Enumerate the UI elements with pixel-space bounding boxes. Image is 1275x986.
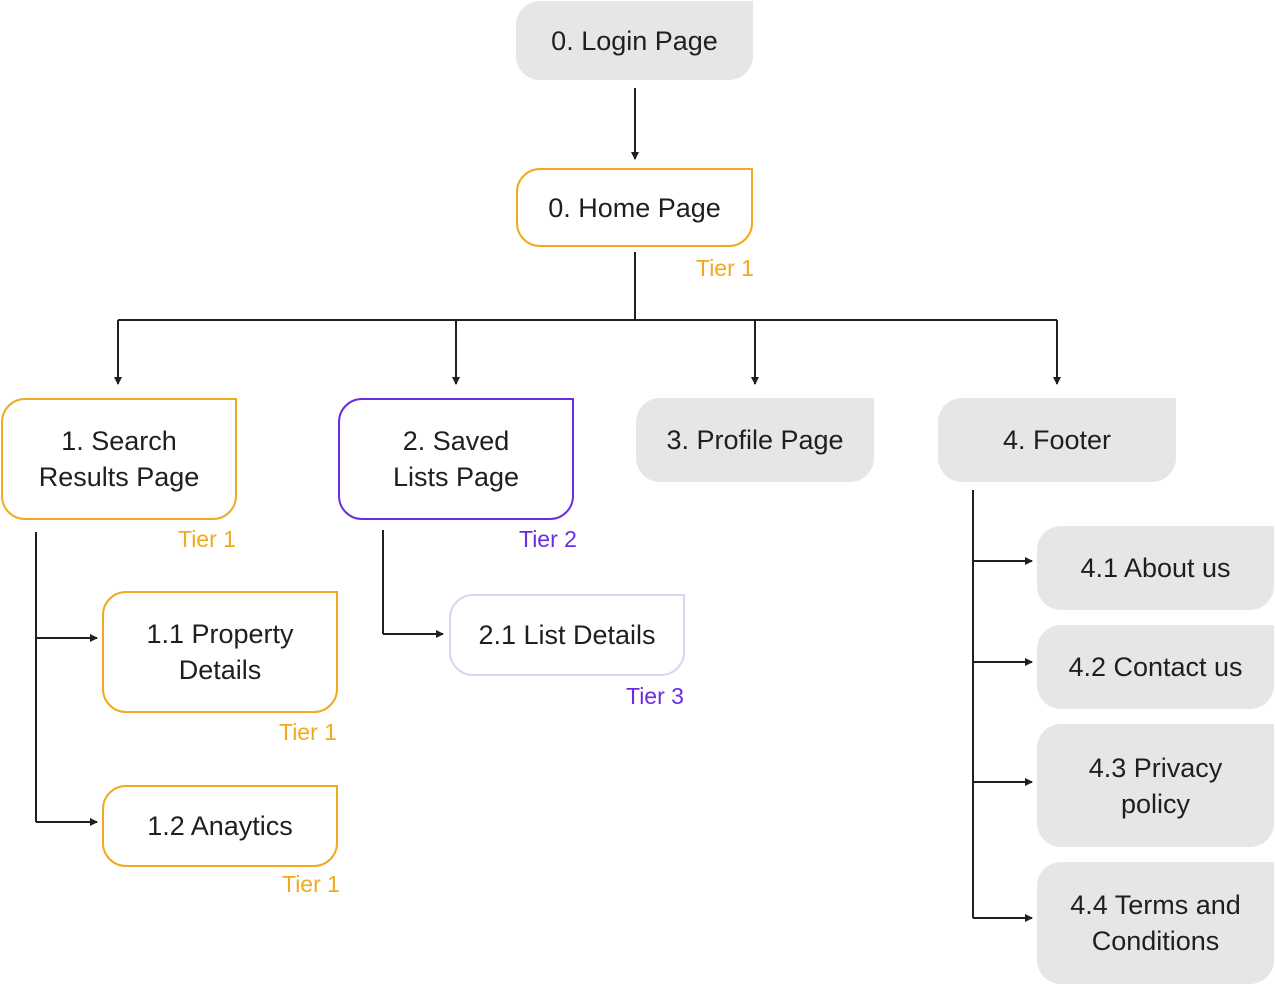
- node-label-line1: 1. Search: [61, 426, 177, 456]
- node-label: 2.1 List Details: [478, 620, 656, 650]
- node-label: 4.2 Contact us: [1068, 652, 1243, 682]
- node-label: 3. Profile Page: [666, 425, 844, 455]
- node-label: 0. Home Page: [548, 192, 721, 223]
- node-privacy-policy[interactable]: 4.3 Privacy policy: [1037, 724, 1274, 847]
- tier-label-property: Tier 1: [279, 719, 337, 745]
- tier-label-list-details: Tier 3: [626, 683, 684, 709]
- node-label-line2: Lists Page: [392, 462, 520, 492]
- node-search-results-page[interactable]: 1. Search Results Page: [1, 398, 237, 520]
- node-label-line2: Results Page: [38, 462, 200, 492]
- tier-label-analytics: Tier 1: [282, 871, 340, 897]
- node-saved-lists-page[interactable]: 2. Saved Lists Page: [338, 398, 574, 520]
- node-property-details[interactable]: 1.1 Property Details: [102, 591, 338, 713]
- node-about-us[interactable]: 4.1 About us: [1037, 526, 1274, 610]
- node-label: 1.2 Anaytics: [147, 811, 293, 841]
- node-label-line1: 4.4 Terms and: [1070, 890, 1241, 920]
- node-label-line1: 4.3 Privacy: [1088, 752, 1223, 783]
- node-list-details[interactable]: 2.1 List Details: [449, 594, 685, 676]
- tier-label-search: Tier 1: [178, 526, 236, 552]
- node-profile-page[interactable]: 3. Profile Page: [636, 398, 874, 482]
- node-analytics[interactable]: 1.2 Anaytics: [102, 785, 338, 867]
- tier-label-saved: Tier 2: [519, 526, 577, 552]
- tier-label-home: Tier 1: [696, 255, 754, 281]
- node-footer[interactable]: 4. Footer: [938, 398, 1176, 482]
- node-label-line2: Details: [178, 655, 262, 685]
- node-label-line1: 2. Saved: [402, 426, 510, 456]
- node-label: 4.1 About us: [1080, 553, 1231, 583]
- node-login-page[interactable]: 0. Login Page: [516, 1, 753, 80]
- node-label: 0. Login Page: [551, 25, 718, 56]
- node-label-line2: Conditions: [1091, 926, 1220, 956]
- node-contact-us[interactable]: 4.2 Contact us: [1037, 625, 1274, 709]
- node-label-line2: policy: [1120, 788, 1191, 819]
- node-label: 4. Footer: [1002, 425, 1112, 455]
- node-label-line1: 1.1 Property: [146, 619, 294, 649]
- node-home-page[interactable]: 0. Home Page: [516, 168, 753, 247]
- node-terms-and-conditions[interactable]: 4.4 Terms and Conditions: [1037, 862, 1274, 984]
